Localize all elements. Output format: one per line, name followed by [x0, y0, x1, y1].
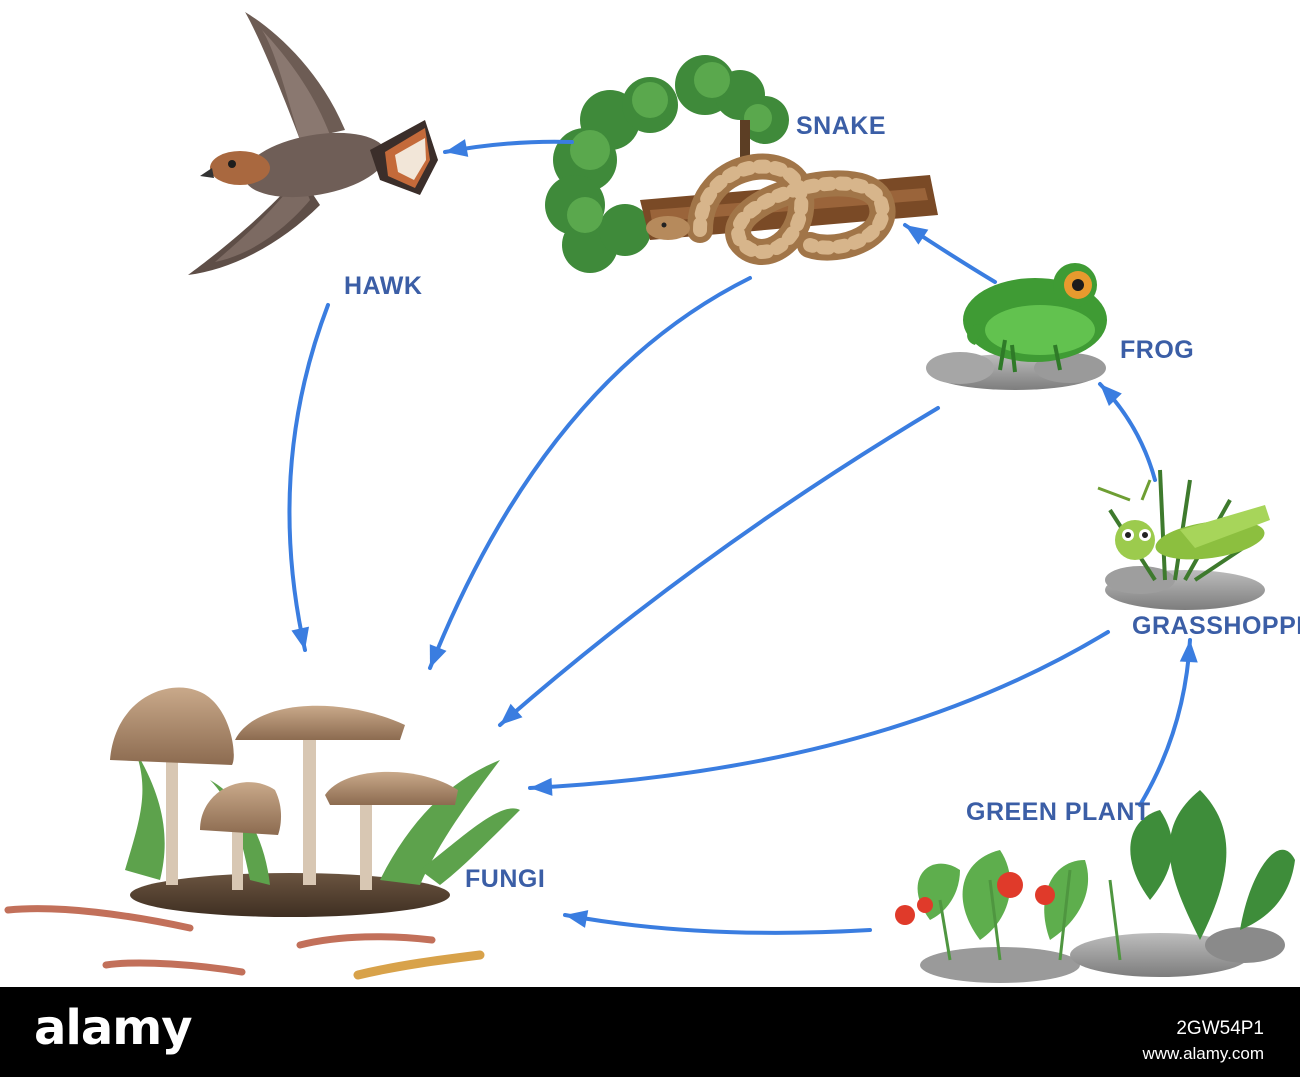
watermark-info: 2GW54P1 www.alamy.com	[1142, 1018, 1264, 1064]
fungi-illustration	[4, 687, 520, 980]
diagram-canvas	[4, 12, 1295, 983]
arrow-snake-to-fungi	[428, 276, 752, 670]
watermark-footer	[0, 987, 1300, 1077]
node-label-fungi: FUNGI	[465, 865, 546, 893]
arrowhead-green-plant-to-grasshopper	[1179, 640, 1198, 663]
arrowhead-frog-to-fungi	[500, 703, 523, 725]
node-label-frog: FROG	[1120, 336, 1195, 364]
node-label-hawk: HAWK	[344, 272, 423, 300]
snake-illustration	[545, 55, 938, 273]
arrowhead-snake-to-fungi	[429, 644, 447, 668]
arrowhead-snake-to-hawk	[445, 139, 469, 157]
grasshopper-illustration	[1097, 469, 1270, 610]
hawk-illustration	[188, 12, 438, 275]
arrow-green-plant-to-grasshopper	[1138, 638, 1192, 807]
watermark-url: www.alamy.com	[1142, 1044, 1264, 1063]
node-label-grasshopper: GRASSHOPPER	[1132, 612, 1300, 640]
arrow-green-plant-to-fungi	[563, 913, 872, 935]
node-label-green-plant: GREEN PLANT	[966, 798, 1151, 826]
arrowhead-grasshopper-to-frog	[1100, 384, 1122, 407]
node-label-snake: SNAKE	[796, 112, 887, 140]
image-code: 2GW54P1	[1176, 1018, 1264, 1039]
brand-logo: alamy	[34, 1000, 193, 1056]
arrowhead-hawk-to-fungi	[291, 626, 310, 650]
green-plant-illustration	[895, 790, 1295, 983]
arrowhead-green-plant-to-fungi	[565, 910, 589, 928]
frog-illustration	[926, 263, 1107, 390]
arrowhead-frog-to-snake	[905, 225, 929, 245]
arrow-grasshopper-to-fungi	[528, 630, 1110, 790]
arrow-frog-to-fungi	[498, 406, 940, 727]
arrow-hawk-to-fungi	[287, 303, 330, 652]
arrowhead-grasshopper-to-fungi	[530, 777, 553, 796]
